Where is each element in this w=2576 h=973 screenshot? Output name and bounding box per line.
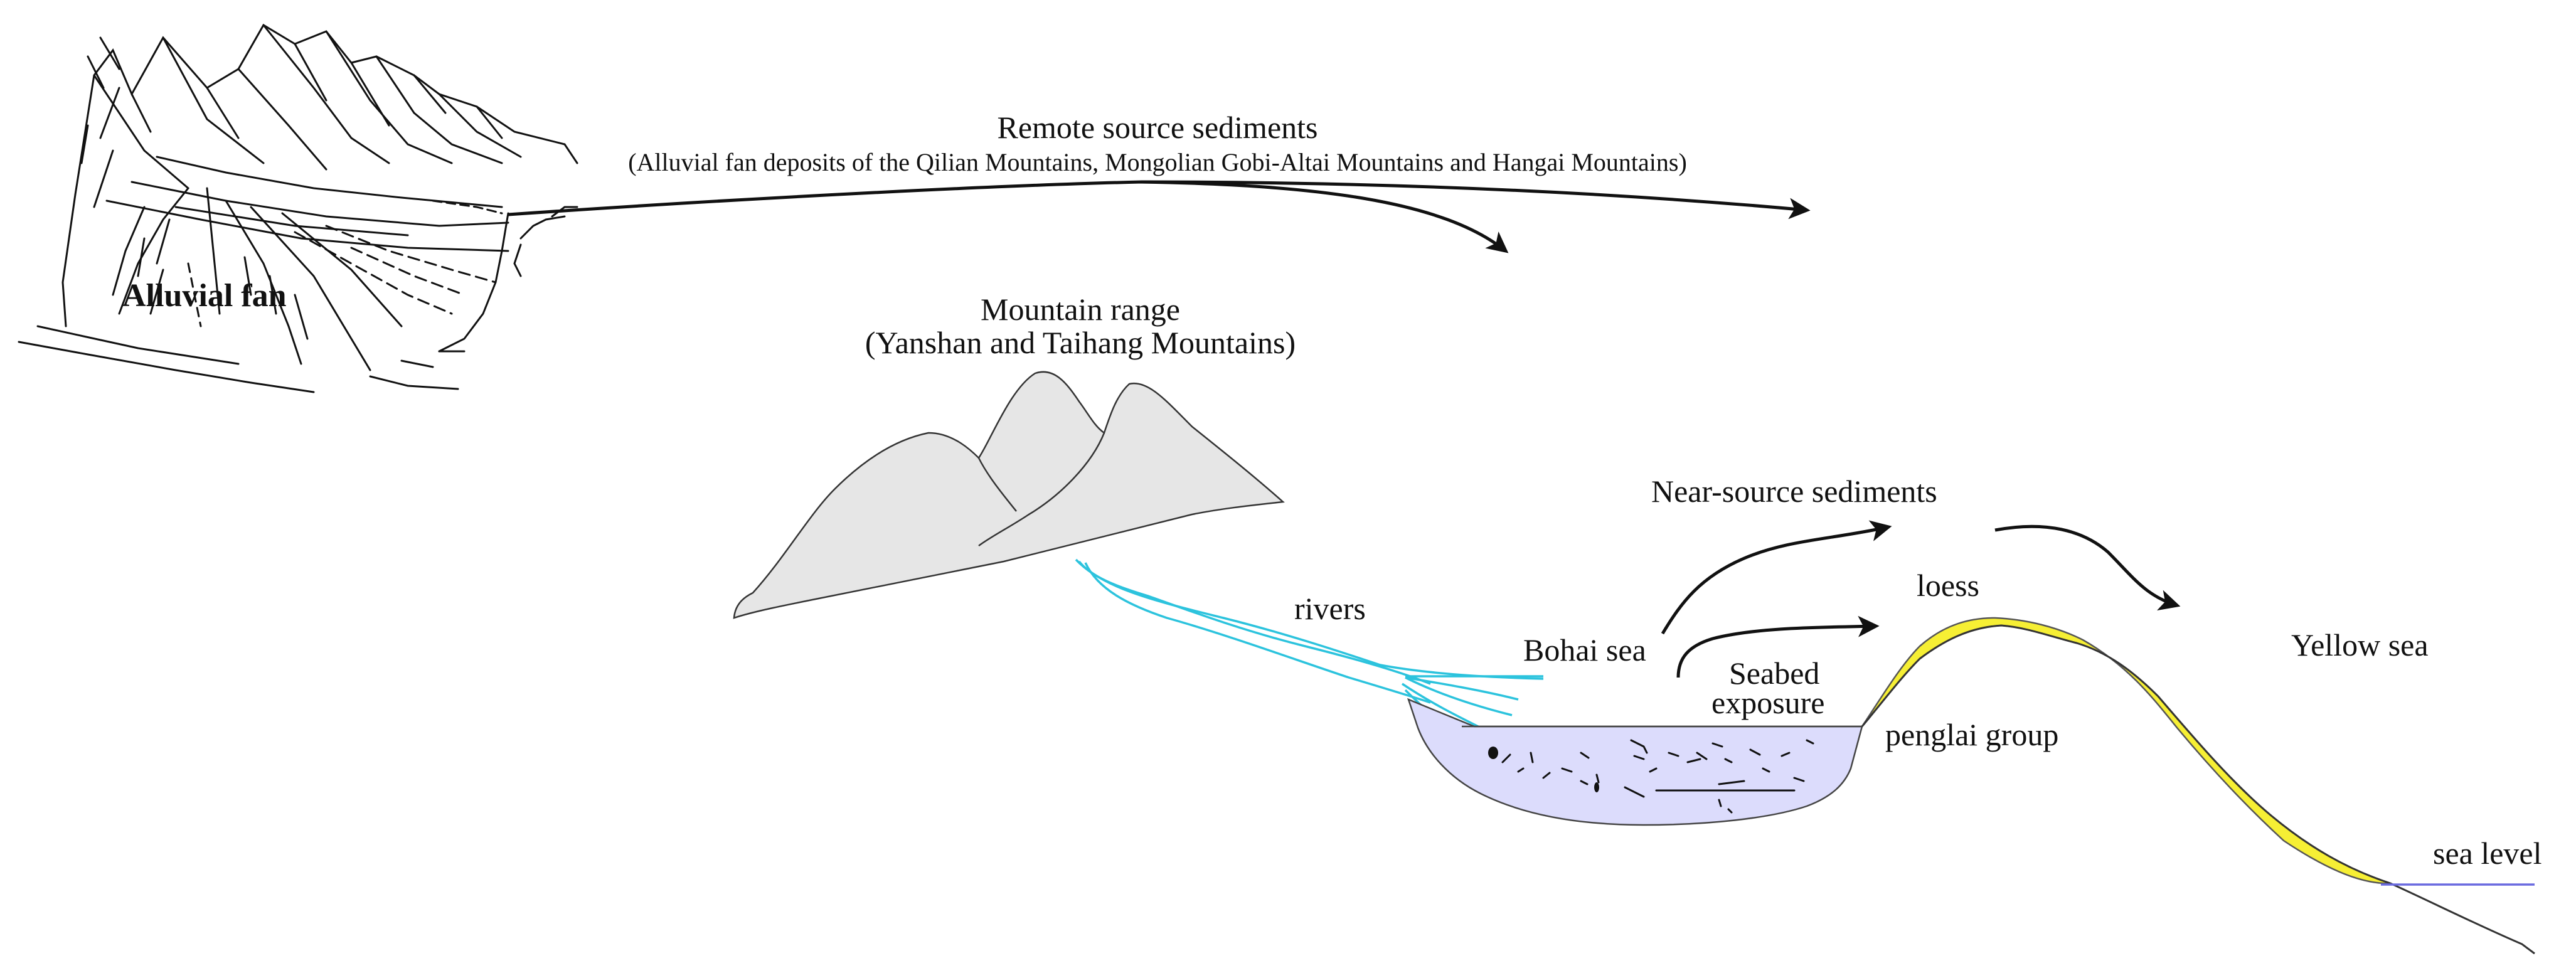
label-mountain-detail: (Yanshan and Taihang Mountains) xyxy=(865,325,1296,360)
near-source-arrows xyxy=(1661,520,2181,678)
label-seabed-1: Seabed xyxy=(1729,656,1819,691)
label-penglai-group: penglai group xyxy=(1885,717,2058,752)
rivers xyxy=(1075,558,1544,748)
remote-arrow-main xyxy=(508,180,1811,220)
label-loess: loess xyxy=(1917,568,1979,603)
label-mountain-title: Mountain range xyxy=(981,292,1180,327)
alluvial-fan-sketch xyxy=(18,23,578,393)
label-sea-level: sea level xyxy=(2433,836,2542,871)
bohai-basin xyxy=(1407,698,1863,826)
label-yellow-sea: Yellow sea xyxy=(2291,627,2429,662)
remote-arrow-branch xyxy=(1141,180,1509,253)
mountain-range xyxy=(733,371,1285,619)
label-rivers: rivers xyxy=(1294,591,1366,626)
label-remote-title: Remote source sediments xyxy=(998,110,1318,145)
mountain-shape xyxy=(733,371,1285,619)
loess-and-slope xyxy=(1861,617,2535,955)
label-seabed-2: exposure xyxy=(1711,685,1825,720)
label-bohai-sea: Bohai sea xyxy=(1523,632,1646,667)
arrow-near-source-to-yellow-sea xyxy=(1994,524,2181,611)
arrow-bohai-to-near-source xyxy=(1661,520,1892,635)
label-alluvial-fan: Alluvial fan xyxy=(122,278,287,314)
label-near-source: Near-source sediments xyxy=(1651,474,1937,509)
arrow-seabed-to-loess xyxy=(1676,615,1880,678)
remote-source-arrows xyxy=(508,180,1811,253)
basin-fill xyxy=(1407,698,1863,826)
label-remote-detail: (Alluvial fan deposits of the Qilian Mou… xyxy=(628,148,1687,176)
